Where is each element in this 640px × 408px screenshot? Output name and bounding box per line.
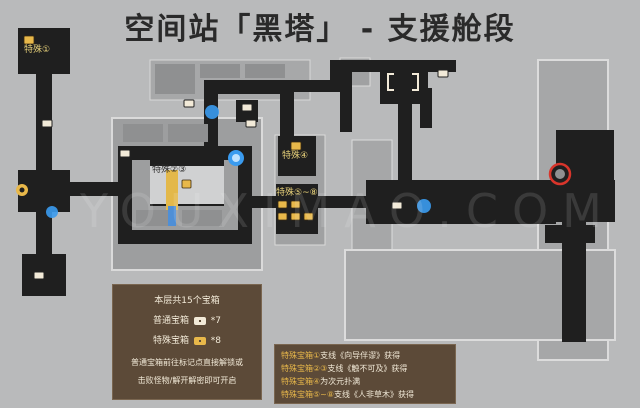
special-chest-icon [193,336,206,345]
area-label-special-5-8: 特殊⑤~⑧ [276,188,318,198]
note-item: 特殊宝箱④为次元扑满 [281,376,360,387]
area-label-special-4: 特殊④ [282,151,309,161]
legend-normal-count: *7 [210,316,221,326]
legend-special-label: 特殊宝箱 [153,336,190,346]
page-title: 空间站「黑塔」 - 支援舱段 [124,12,516,47]
note-tag: 特殊宝箱④ [281,377,321,386]
door-icon [387,73,419,91]
legend-panel: 本层共15个宝箱 普通宝箱 *7 特殊宝箱 *8 普通宝箱前往标记点直接解锁或 … [112,284,262,400]
legend-special-count: *8 [210,336,221,346]
note-item: 特殊宝箱①支线《向导伴谬》获得 [281,350,400,361]
space-anchor-icon [46,105,431,218]
legend-normal-label: 普通宝箱 [153,316,190,326]
note-tag: 特殊宝箱① [281,351,321,360]
note-text: 为次元扑满 [320,377,361,386]
note-text: 支线《向导伴谬》获得 [320,351,401,360]
note-text: 支线《人非草木》获得 [334,390,415,399]
note-tag: 特殊宝箱⑤~⑧ [281,390,335,399]
legend-hint-1: 普通宝箱前往标记点直接解锁或 [131,358,243,367]
watermark: YOUXIMAO.COM [80,184,616,238]
special-chest-icon [23,35,314,221]
chest-icon [33,69,449,280]
note-tag: 特殊宝箱②③ [281,364,328,373]
note-item: 特殊宝箱⑤~⑧支线《人非草木》获得 [281,389,414,400]
legend-hint-2: 击败怪物/解开解密即可开启 [137,376,237,385]
area-label-special-1: 特殊① [24,45,51,55]
chest-icon [193,316,206,325]
note-text: 支线《触不可及》获得 [327,364,408,373]
legend-special-row: 特殊宝箱 *8 [113,333,261,346]
note-item: 特殊宝箱②③支线《触不可及》获得 [281,363,407,374]
legend-normal-row: 普通宝箱 *7 [113,313,261,326]
notes-panel: 特殊宝箱①支线《向导伴谬》获得 特殊宝箱②③支线《触不可及》获得 特殊宝箱④为次… [274,344,456,404]
boss-marker-icon [548,162,572,186]
legend-total: 本层共15个宝箱 [154,296,220,306]
area-label-special-2-3: 特殊②③ [152,165,187,175]
